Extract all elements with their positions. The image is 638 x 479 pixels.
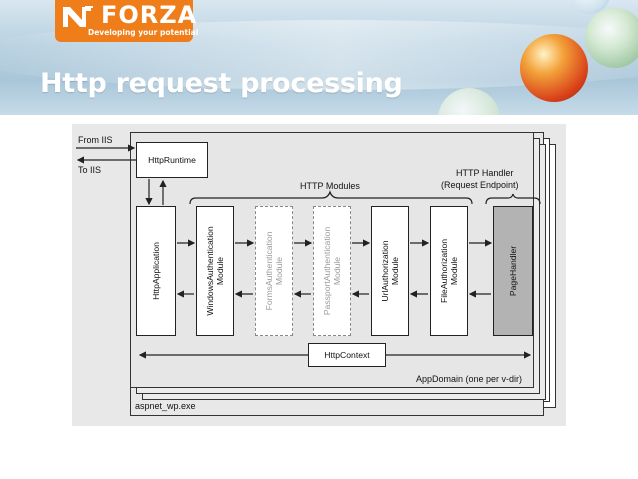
- http-runtime-box: HttpRuntime: [136, 142, 208, 178]
- http-context-label: HttpContext: [324, 350, 370, 360]
- http-pipeline-diagram: aspnet_wp.exe AppDomain (one per v-dir) …: [72, 124, 566, 426]
- http-handler-brace: [485, 193, 541, 205]
- http-handler-label: HTTP Handler: [456, 168, 514, 178]
- diagram-arrows: [76, 144, 541, 359]
- decorative-orange-bubble: [520, 34, 588, 102]
- to-iis-label: To IIS: [78, 165, 102, 175]
- http-runtime-label: HttpRuntime: [148, 155, 196, 165]
- http-application-box: HttpApplication: [136, 206, 176, 336]
- logo-wordmark: FORZA: [101, 1, 198, 29]
- http-context-box: HttpContext: [308, 343, 386, 367]
- logo-n-icon: [63, 6, 93, 27]
- decorative-bubble: [438, 88, 500, 115]
- company-logo: FORZA Developing your potential: [55, 0, 198, 42]
- page-handler-box: PageHandler: [493, 206, 533, 336]
- slide-title: Http request processing: [40, 68, 403, 99]
- http-handler-subtitle: (Request Endpoint): [441, 180, 519, 190]
- http-modules-label: HTTP Modules: [300, 181, 360, 191]
- worker-process-label: aspnet_wp.exe: [135, 401, 196, 411]
- header-banner: FORZA Developing your potential Http req…: [0, 0, 638, 115]
- http-modules-brace: [189, 190, 473, 205]
- decorative-bubble: [585, 8, 638, 68]
- from-iis-label: From IIS: [78, 135, 113, 145]
- app-domain-label: AppDomain (one per v-dir): [416, 374, 523, 384]
- logo-tagline: Developing your potential: [88, 28, 199, 37]
